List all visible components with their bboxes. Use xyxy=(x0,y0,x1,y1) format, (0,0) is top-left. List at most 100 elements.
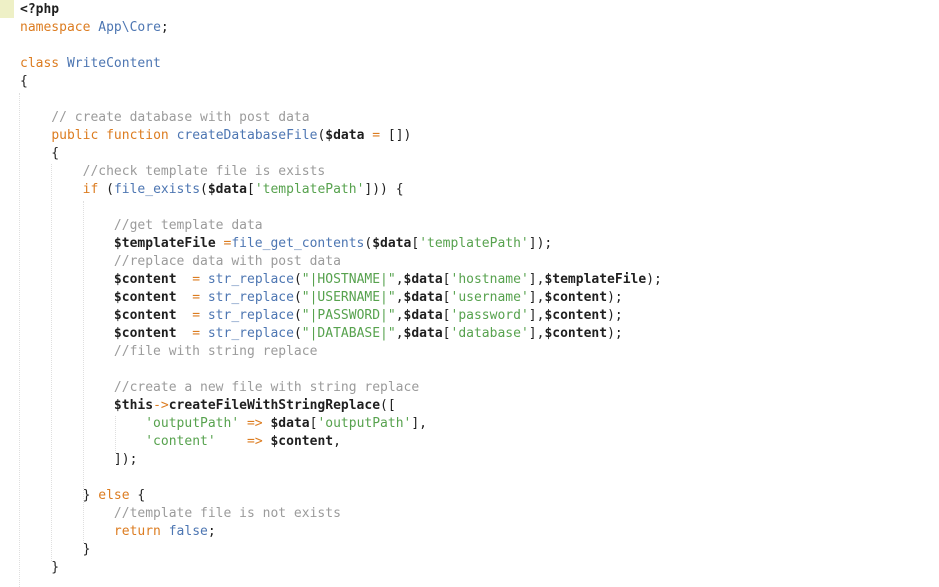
code-token: str_replace xyxy=(207,326,294,341)
code-token: => xyxy=(247,434,263,449)
code-token: "|DATABASE|" xyxy=(301,326,396,341)
code-token: ( xyxy=(293,326,302,341)
code-token: ( xyxy=(293,308,302,323)
code-token: App\Core xyxy=(98,20,161,35)
code-token: $content xyxy=(113,326,177,341)
code-token: [ xyxy=(411,236,420,251)
code-token: $content xyxy=(270,434,334,449)
code-token: ], xyxy=(528,272,545,287)
code-token: file_exists xyxy=(113,182,201,197)
code-token xyxy=(169,128,177,143)
code-token: $content xyxy=(113,308,177,323)
code-token: -> xyxy=(153,398,169,413)
code-token: [ xyxy=(309,416,318,431)
code-token: = xyxy=(192,272,201,287)
code-line: //create a new file with string replace xyxy=(20,379,662,397)
code-line: } xyxy=(20,541,662,559)
code-token: 'database' xyxy=(450,326,529,341)
code-token xyxy=(20,524,114,539)
code-token: ])) { xyxy=(364,182,404,197)
code-token xyxy=(20,326,114,341)
code-token: ( xyxy=(364,236,373,251)
code-token: [ xyxy=(247,182,255,197)
code-token: ( xyxy=(98,182,114,197)
code-token: { xyxy=(20,146,60,161)
code-token xyxy=(20,398,114,413)
code-line: ]); xyxy=(20,451,662,469)
code-line xyxy=(20,199,662,217)
code-token: //replace data with post data xyxy=(20,254,341,269)
indent-guide xyxy=(83,201,84,543)
code-token xyxy=(59,56,67,71)
code-token: WriteContent xyxy=(66,56,161,71)
code-token: 'hostname' xyxy=(450,272,529,287)
code-token: ( xyxy=(200,182,208,197)
code-token xyxy=(177,272,193,287)
code-token: $data xyxy=(403,272,443,287)
code-line: $content = str_replace("|USERNAME|",$dat… xyxy=(20,289,662,307)
indent-guide xyxy=(19,93,20,587)
code-token: $data xyxy=(325,128,365,143)
code-token: false xyxy=(168,524,208,539)
code-token: ], xyxy=(528,290,545,305)
code-line: //file with string replace xyxy=(20,343,662,361)
code-token: namespace xyxy=(20,20,91,35)
code-token: //file with string replace xyxy=(20,344,318,359)
code-token: ], xyxy=(528,326,545,341)
code-token: $data xyxy=(207,182,247,197)
code-token xyxy=(216,236,224,251)
code-token xyxy=(200,308,208,323)
code-token: "|PASSWORD|" xyxy=(301,308,396,323)
code-token: ([ xyxy=(380,398,396,413)
code-token: ], xyxy=(411,416,428,431)
code-token: file_get_contents xyxy=(231,236,365,251)
code-line: $this->createFileWithStringReplace([ xyxy=(20,397,662,415)
code-token: $content xyxy=(544,290,608,305)
code-line: 'outputPath' => $data['outputPath'], xyxy=(20,415,662,433)
code-line: //get template data xyxy=(20,217,662,235)
indent-guide xyxy=(51,164,52,561)
code-token: { xyxy=(129,488,146,503)
code-token: , xyxy=(333,434,341,449)
code-token: 'templatePath' xyxy=(419,236,529,251)
code-token: $data xyxy=(372,236,412,251)
code-token xyxy=(20,236,114,251)
code-token: $this xyxy=(113,398,154,413)
code-token: 'password' xyxy=(450,308,529,323)
code-line: public function createDatabaseFile($data… xyxy=(20,127,662,145)
code-token xyxy=(20,182,83,197)
code-token xyxy=(177,308,193,323)
code-token: $data xyxy=(403,326,443,341)
code-line: } else { xyxy=(20,487,662,505)
code-token: $content xyxy=(544,308,608,323)
code-line xyxy=(20,91,662,109)
code-token: 'content' xyxy=(145,434,216,449)
code-token: [ xyxy=(442,326,451,341)
code-token: = xyxy=(372,128,381,143)
code-token: = xyxy=(192,290,201,305)
code-token: } xyxy=(20,542,91,557)
code-token: $data xyxy=(270,416,310,431)
code-token: ]); xyxy=(528,236,553,251)
code-token: createFileWithStringReplace xyxy=(168,398,381,413)
code-token: = xyxy=(192,308,201,323)
code-token: //get template data xyxy=(20,218,263,233)
code-line: } xyxy=(20,559,662,577)
code-line xyxy=(20,469,662,487)
code-token: $content xyxy=(544,326,608,341)
code-line: 'content' => $content, xyxy=(20,433,662,451)
code-line: // create database with post data xyxy=(20,109,662,127)
code-token: , xyxy=(395,290,404,305)
code-token xyxy=(177,326,193,341)
code-line: //template file is not exists xyxy=(20,505,662,523)
code-token: ( xyxy=(317,128,326,143)
code-token: //check template file is exists xyxy=(20,164,326,179)
code-token: function xyxy=(106,128,169,143)
code-line: //check template file is exists xyxy=(20,163,662,181)
code-token: <?php xyxy=(20,2,60,17)
code-token: [ xyxy=(442,290,451,305)
code-token: ); xyxy=(607,308,623,323)
code-token xyxy=(98,128,106,143)
code-token: []) xyxy=(380,128,412,143)
